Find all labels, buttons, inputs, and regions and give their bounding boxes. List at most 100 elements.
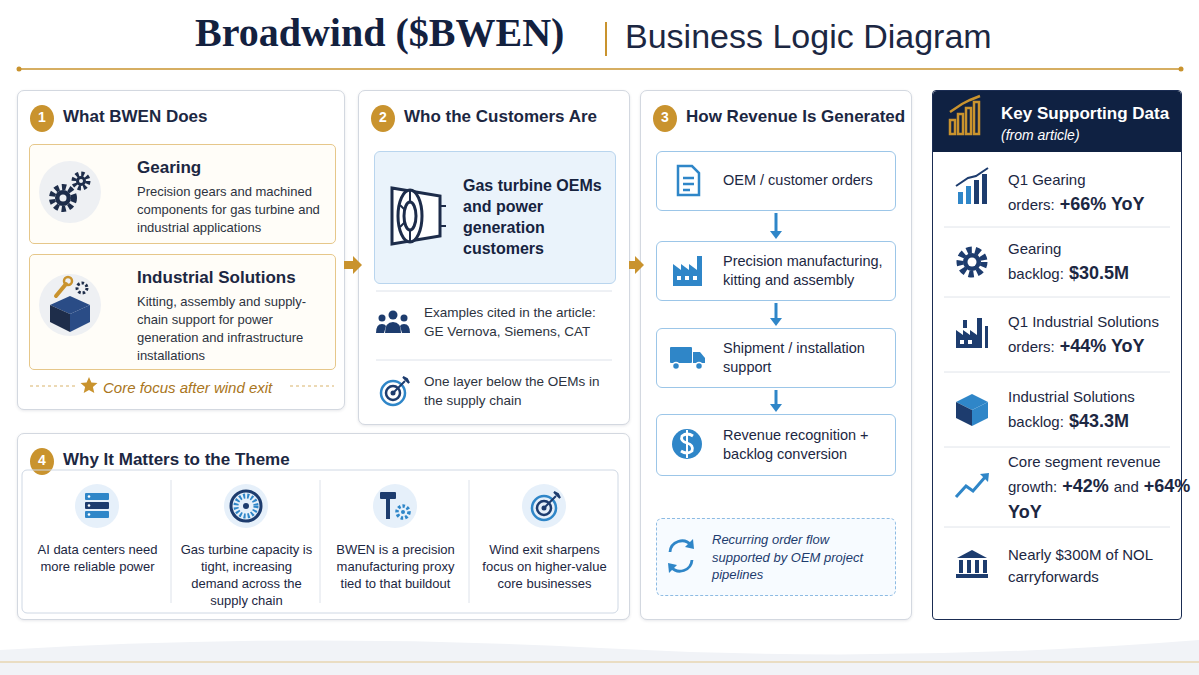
- footer-rule: [290, 386, 334, 387]
- arrow-head: [770, 231, 782, 239]
- data-value: +44% YoY: [1060, 336, 1145, 356]
- node-heading: Gas turbine capacity is tight, increasin…: [180, 541, 313, 610]
- text-wrap: Who the Customers Are: [404, 106, 626, 127]
- node-heading: Key Supporting Data: [1001, 103, 1176, 124]
- flow-arrow: [344, 256, 362, 274]
- data-value: +42%: [1062, 476, 1109, 496]
- title-separator: [605, 22, 607, 56]
- text-wrap: How Revenue Is Generated: [686, 106, 908, 127]
- data-row: Nearly $300M of NOL carryforwards: [933, 528, 1183, 606]
- factory-icon: [673, 256, 702, 286]
- text-wrap: 1: [30, 108, 54, 126]
- text-wrap: Q1 Industrial Solutions orders:+44% YoY: [1008, 311, 1173, 359]
- node-text: Core focus after wind exit: [103, 379, 338, 398]
- bottom-rule: [0, 662, 1199, 663]
- row-divider: [944, 527, 1170, 528]
- text-wrap: Wind exit sharpens focus on higher-value…: [478, 541, 611, 592]
- cycle-icon: [668, 539, 694, 573]
- step-badge: 1: [30, 105, 54, 132]
- process-box: OEM / customer orders: [656, 151, 896, 211]
- node-heading: Precision manufacturing, kitting and ass…: [723, 252, 891, 290]
- data-row: Q1 Gearing orders:+66% YoY: [933, 159, 1183, 228]
- data-label: Nearly $300M of NOL carryforwards: [1008, 546, 1153, 585]
- node-heading: Recurring order flow supported by OEM pr…: [712, 531, 890, 584]
- node-heading: How Revenue Is Generated: [686, 106, 908, 127]
- data-row: Industrial Solutions backlog:$43.3M: [933, 373, 1183, 448]
- node-heading: Industrial Solutions: [137, 267, 329, 288]
- arrow-shaft: [344, 261, 354, 269]
- data-value: +66% YoY: [1060, 194, 1145, 214]
- text-wrap: Industrial Solutions backlog:$43.3M: [1008, 386, 1173, 434]
- text-wrap: Why It Matters to the Theme: [63, 449, 483, 470]
- column-divider: [171, 480, 172, 603]
- node-heading: Shipment / installation support: [723, 339, 891, 377]
- theme-frame: [22, 470, 618, 613]
- data-panel: Key Supporting Data (from article) Q1 Gear…: [932, 90, 1182, 620]
- node-heading: Revenue recognition + backlog conversion: [723, 426, 891, 464]
- text-wrap: Gearing: [137, 157, 329, 178]
- arrow-shaft: [775, 213, 778, 232]
- truck-icon: [670, 347, 705, 370]
- section-panel: Why It Matters to the Theme 4 AI data cent…: [17, 433, 630, 620]
- text-wrap: Key Supporting Data: [1001, 103, 1176, 124]
- theme-column: BWEN is a precision manufacturing proxy …: [321, 471, 470, 614]
- bottom-wave: [0, 640, 1199, 675]
- text-wrap: One layer below the OEMs in the supply c…: [424, 373, 619, 410]
- text-wrap: Precision manufacturing, kitting and ass…: [723, 252, 891, 290]
- section-panel: How Revenue Is Generated 3OEM / customer …: [640, 90, 912, 620]
- column-divider: [469, 480, 470, 603]
- row-divider: [944, 227, 1170, 228]
- data-value: $30.5M: [1069, 263, 1129, 283]
- text-wrap: Gas turbine capacity is tight, increasin…: [180, 541, 313, 610]
- arrow-shaft: [629, 261, 636, 269]
- title-text: Broadwind ($BWEN): [195, 9, 564, 57]
- arrow-shaft: [775, 303, 778, 319]
- text-wrap: 2: [371, 108, 395, 126]
- text-wrap: Gearing backlog:$30.5M: [1008, 238, 1173, 286]
- node-heading: BWEN is a precision manufacturing proxy …: [329, 541, 462, 592]
- node-heading: Who the Customers Are: [404, 106, 626, 127]
- step-badge: 4: [30, 448, 54, 475]
- factory-icon: [956, 318, 988, 348]
- section-panel: Who the Customers AreExamples cited in t…: [358, 90, 630, 425]
- data-row: Gearing backlog:$30.5M: [933, 228, 1183, 298]
- bar-chart-icon: [950, 96, 980, 134]
- data-header-band: [933, 91, 1181, 152]
- flow-arrow: [770, 213, 782, 239]
- text-wrap: AI data centers need more reliable power: [31, 541, 164, 575]
- text-wrap: Core segment revenue growth:+42%and+64% …: [1008, 451, 1173, 525]
- process-box: Precision manufacturing, kitting and ass…: [656, 241, 896, 301]
- arrow-head: [770, 404, 782, 412]
- footer-rule: [30, 386, 76, 387]
- trend-icon: [956, 473, 989, 497]
- arrow-head: [635, 256, 644, 274]
- node-heading: Gearing: [137, 157, 329, 178]
- gear-icon: [960, 250, 984, 274]
- node-text: Examples cited in the article: GE Vernov…: [424, 304, 619, 341]
- text-wrap: Shipment / installation support: [723, 339, 891, 377]
- theme-column: AI data centers need more reliable power: [23, 471, 172, 614]
- turbine-wheel-icon: [224, 484, 268, 528]
- data-row: Core segment revenue growth:+42%and+64% …: [933, 448, 1183, 530]
- text-wrap: Recurring order flow supported by OEM pr…: [712, 531, 890, 584]
- subtitle-wrap: Business Logic Diagram: [625, 16, 992, 57]
- node-heading: OEM / customer orders: [723, 171, 891, 190]
- segment-box: Industrial SolutionsKitting, assembly an…: [29, 254, 336, 370]
- node-heading: Wind exit sharpens focus on higher-value…: [478, 541, 611, 592]
- people-icon: [376, 311, 410, 334]
- node-heading: AI data centers need more reliable power: [31, 541, 164, 575]
- node-heading: 1: [30, 108, 54, 126]
- node-heading: What BWEN Does: [63, 106, 338, 127]
- step-badge: 2: [371, 105, 395, 132]
- flow-arrow: [770, 390, 782, 412]
- segment-box: GearingPrecision gears and machined comp…: [29, 144, 336, 244]
- target-badge: [522, 484, 566, 528]
- row-divider: [944, 297, 1170, 298]
- row-divider: [944, 447, 1170, 448]
- gear-icon: [39, 161, 101, 223]
- node-text: (from article): [1001, 126, 1176, 144]
- text-wrap: 3: [653, 108, 677, 126]
- theme-column: Gas turbine capacity is tight, increasin…: [172, 471, 321, 616]
- node-heading: Gas turbine OEMs and power generation cu…: [463, 175, 611, 259]
